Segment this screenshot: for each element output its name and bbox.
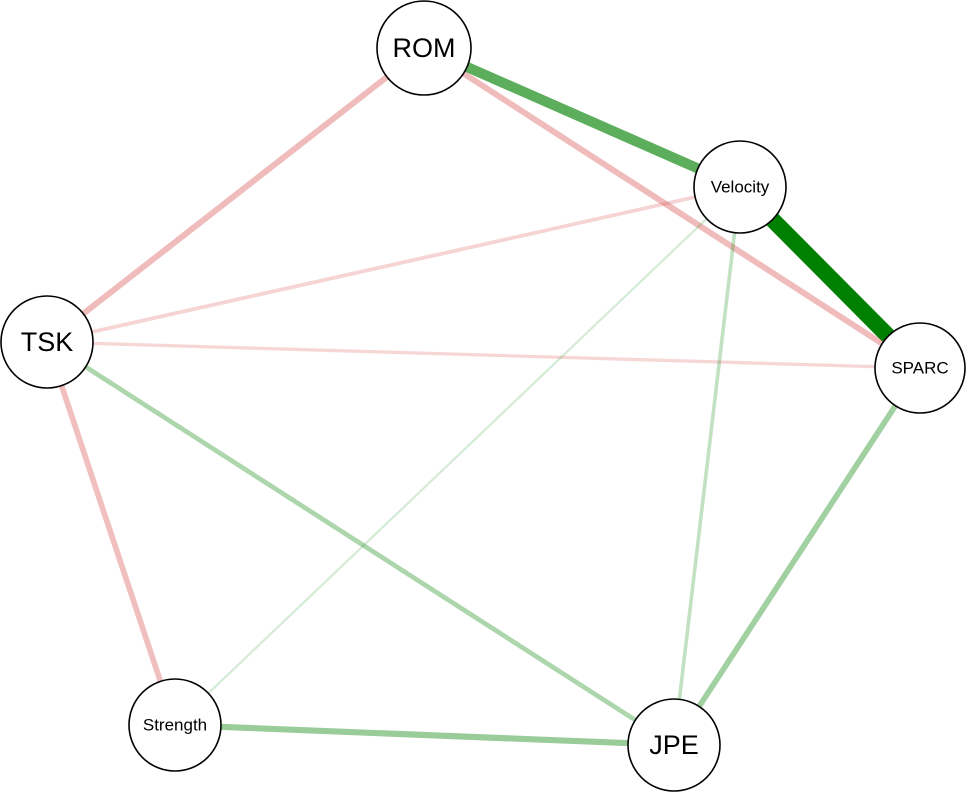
node-velocity: Velocity bbox=[693, 140, 787, 234]
node-circle-jpe bbox=[627, 698, 721, 792]
edge-tsk-jpe bbox=[45, 339, 676, 748]
node-label-sparc: SPARC bbox=[891, 359, 948, 378]
edge-tsk-sparc bbox=[46, 340, 921, 370]
node-circle-velocity bbox=[693, 140, 787, 234]
node-jpe: JPE bbox=[627, 698, 721, 792]
edge-rom-velocity bbox=[421, 43, 743, 192]
node-label-rom: ROM bbox=[393, 33, 456, 63]
node-circle-strength bbox=[128, 678, 222, 772]
node-circle-tsk bbox=[0, 295, 94, 389]
edge-velocity-strength bbox=[174, 186, 741, 726]
edge-sparc-jpe bbox=[671, 366, 923, 747]
edge-rom-tsk bbox=[45, 45, 426, 345]
edges-layer bbox=[44, 43, 926, 749]
node-label-jpe: JPE bbox=[649, 730, 699, 760]
node-circle-sparc bbox=[874, 322, 966, 414]
node-sparc: SPARC bbox=[874, 322, 966, 414]
edge-tsk-velocity bbox=[46, 185, 741, 344]
node-label-tsk: TSK bbox=[21, 327, 74, 357]
edge-strength-jpe bbox=[174, 721, 675, 749]
node-tsk: TSK bbox=[0, 295, 94, 389]
edge-velocity-jpe bbox=[672, 186, 742, 746]
edge-tsk-strength bbox=[44, 341, 178, 726]
node-label-velocity: Velocity bbox=[711, 178, 770, 197]
node-strength: Strength bbox=[128, 678, 222, 772]
edge-rom-sparc bbox=[422, 45, 922, 371]
node-rom: ROM bbox=[376, 0, 472, 96]
node-label-strength: Strength bbox=[143, 716, 207, 735]
node-circle-rom bbox=[376, 0, 472, 96]
